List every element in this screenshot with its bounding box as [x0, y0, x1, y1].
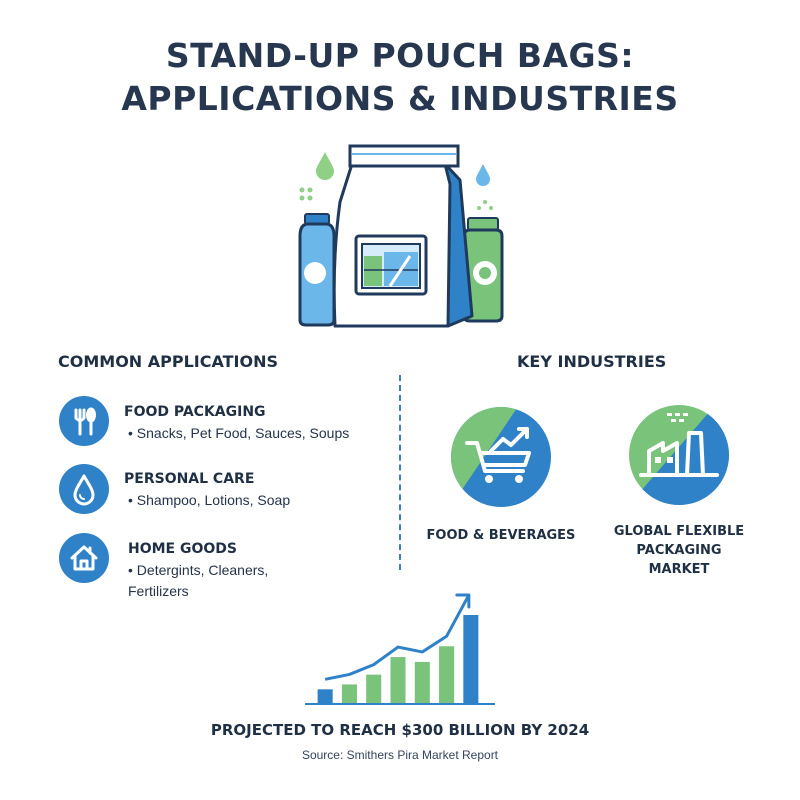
section-divider: [399, 375, 401, 570]
pouch-window: [354, 234, 428, 296]
droplet-right-icon: [476, 164, 490, 186]
title-line-2: APPLICATIONS & INDUSTRIES: [121, 79, 679, 118]
industry-label-packaging: GLOBAL FLEXIBLE PACKAGING MARKET: [590, 522, 768, 579]
factory-icon: [629, 405, 729, 505]
app-title-food: FOOD PACKAGING: [124, 404, 266, 420]
pouch-illustration: [298, 144, 504, 328]
applications-heading: COMMON APPLICATIONS: [58, 352, 278, 371]
projection-text: PROJECTED TO REACH $300 BILLION BY 2024: [210, 721, 590, 739]
app-desc-home: • Detergints, Cleaners, Fertilizers: [128, 560, 268, 602]
page-title: STAND-UP POUCH BAGS: APPLICATIONS & INDU…: [0, 34, 800, 120]
house-icon: [59, 533, 109, 583]
fork-spoon-icon: [59, 396, 109, 446]
chart-bar: [463, 615, 479, 703]
chart-bar: [366, 674, 382, 703]
jar-icon: [462, 217, 504, 323]
industry-label-packaging-line-3: MARKET: [648, 562, 710, 577]
industry-label-food: FOOD & BEVERAGES: [426, 528, 576, 543]
shopping-cart-trend-icon: [451, 407, 551, 507]
app-desc-personal: • Shampoo, Lotions, Soap: [128, 492, 291, 508]
chart-trend-arrow: [455, 593, 471, 609]
app-desc-home-line-1: • Detergints, Cleaners,: [128, 562, 269, 578]
industry-label-packaging-line-2: PACKAGING: [636, 543, 722, 558]
chart-bar: [439, 646, 455, 703]
chart-bar: [390, 657, 406, 703]
app-title-home: HOME GOODS: [128, 541, 237, 557]
industries-heading: KEY INDUSTRIES: [517, 352, 667, 371]
droplet-left-icon: [316, 152, 334, 180]
water-drop-icon: [59, 464, 109, 514]
app-desc-food: • Snacks, Pet Food, Sauces, Soups: [128, 425, 350, 441]
chart-trend-line: [324, 594, 471, 681]
chart-bar: [341, 684, 357, 703]
title-line-1: STAND-UP POUCH BAGS:: [165, 36, 635, 75]
app-title-personal: PERSONAL CARE: [124, 471, 255, 487]
chart-bar: [317, 689, 333, 703]
bottle-icon: [298, 213, 336, 327]
growth-bar-chart: [305, 593, 495, 705]
app-desc-home-line-2: Fertilizers: [128, 583, 189, 599]
industry-label-packaging-line-1: GLOBAL FLEXIBLE: [613, 524, 745, 539]
chart-bar: [414, 661, 430, 703]
source-text: Source: Smithers Pira Market Report: [301, 748, 499, 762]
